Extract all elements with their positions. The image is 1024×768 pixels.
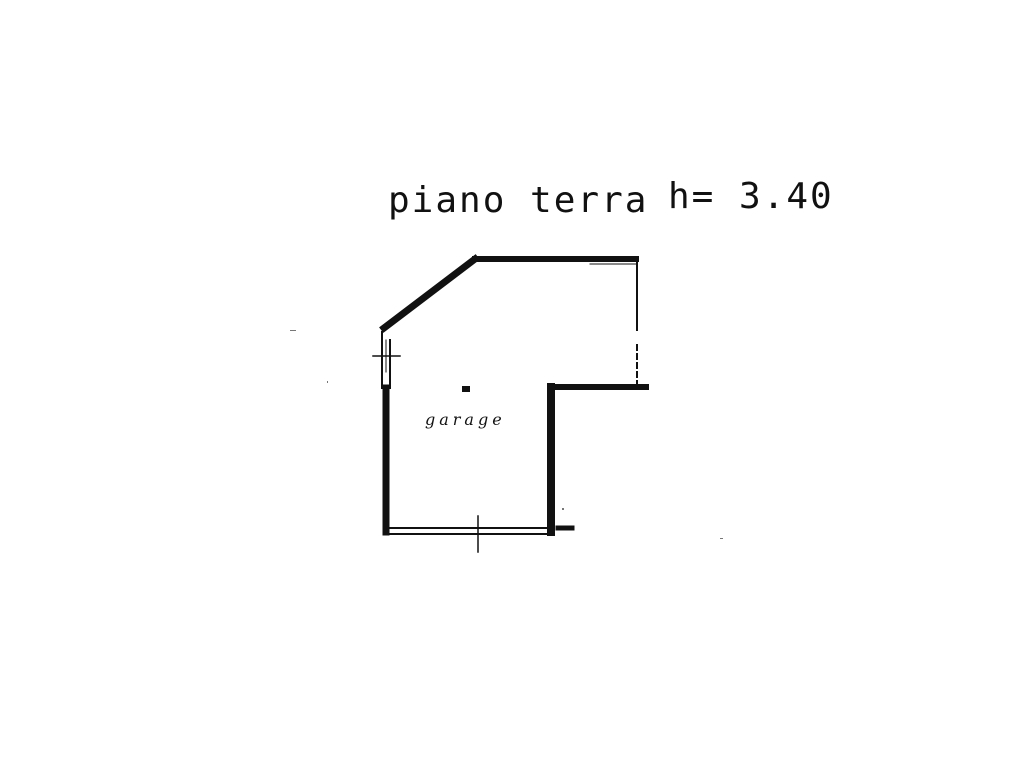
scan-speck: [720, 538, 723, 539]
room-label-garage: garage: [425, 410, 506, 429]
scan-speck: [290, 330, 296, 331]
scan-speck: [562, 508, 564, 510]
scan-speck: [327, 381, 328, 383]
walls: [372, 254, 649, 553]
room-marker: [462, 386, 470, 392]
floor-title: piano terra: [388, 180, 648, 221]
ceiling-height-label: h= 3.40: [668, 176, 834, 217]
wall-diagonal: [379, 254, 480, 333]
